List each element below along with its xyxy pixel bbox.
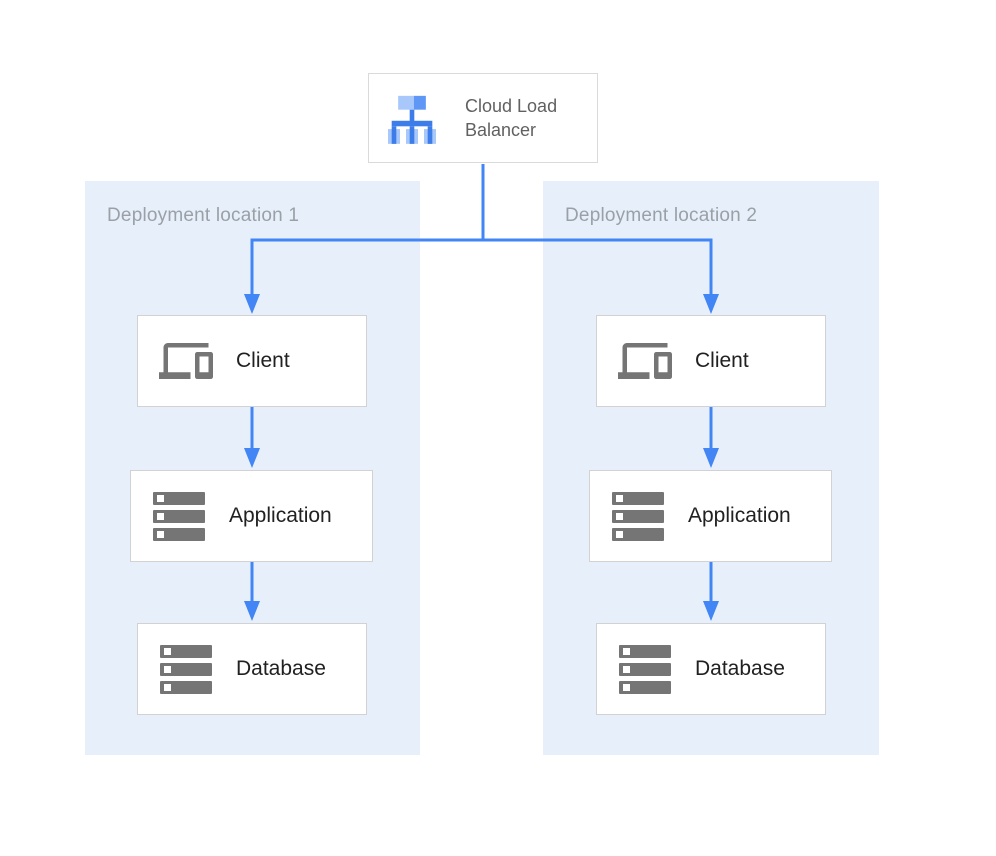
server-stack-icon <box>147 491 211 541</box>
node-label: Cloud Load Balancer <box>465 96 558 140</box>
server-stack-icon <box>606 491 670 541</box>
region-label: Deployment location 2 <box>565 205 758 226</box>
node-database-location-1: Database <box>137 623 367 715</box>
node-label: Client <box>695 349 749 372</box>
node-label: Application <box>229 504 332 527</box>
node-client-location-1: Client <box>137 315 367 407</box>
devices-icon <box>613 334 677 388</box>
node-client-location-2: Client <box>596 315 826 407</box>
server-stack-icon <box>154 644 218 694</box>
devices-icon <box>154 334 218 388</box>
server-stack-icon <box>613 644 677 694</box>
node-application-location-2: Application <box>589 470 832 562</box>
node-application-location-1: Application <box>130 470 373 562</box>
node-database-location-2: Database <box>596 623 826 715</box>
region-label: Deployment location 1 <box>107 205 300 226</box>
node-cloud-load-balancer: Cloud Load Balancer <box>368 73 598 163</box>
node-label: Database <box>236 657 326 680</box>
node-label: Database <box>695 657 785 680</box>
node-label: Application <box>688 504 791 527</box>
node-label: Client <box>236 349 290 372</box>
cloud-load-balancer-icon <box>387 91 437 145</box>
